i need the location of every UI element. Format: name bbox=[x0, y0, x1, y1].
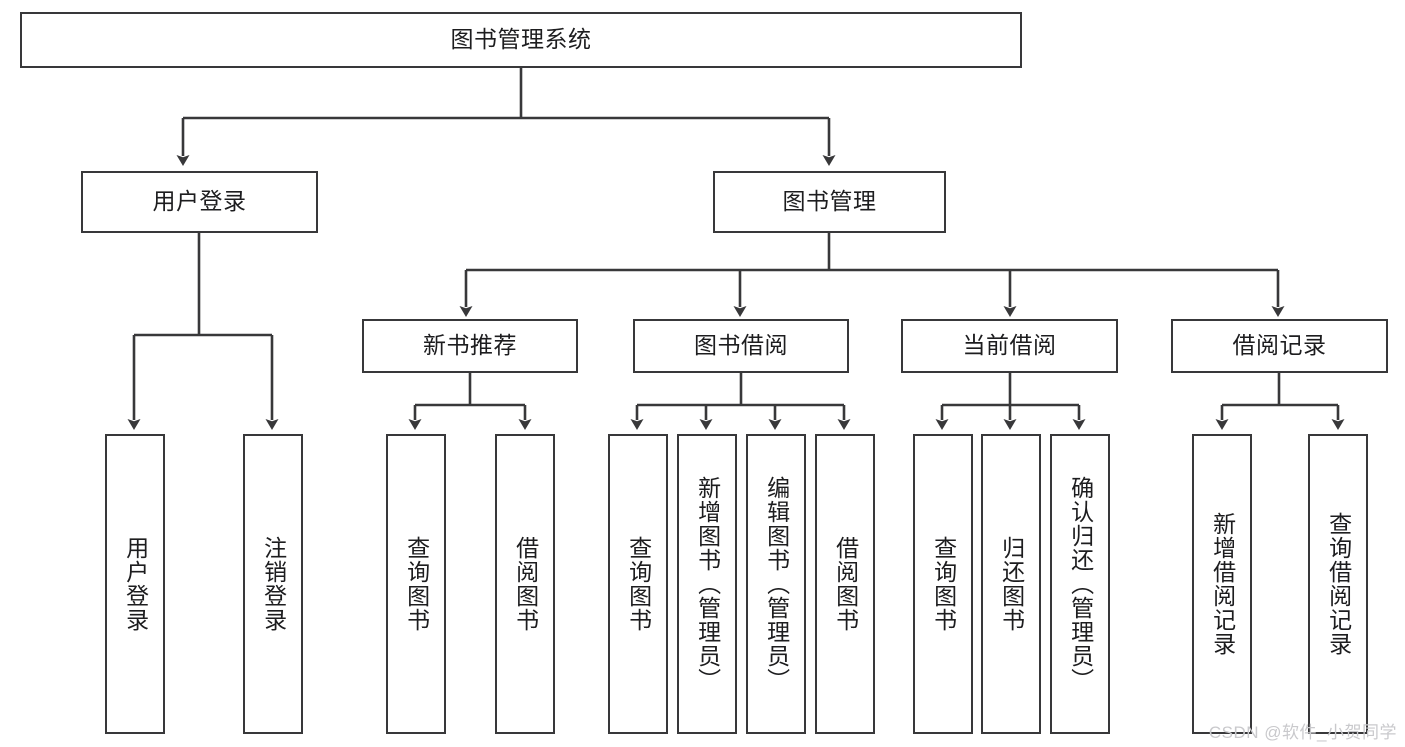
node-label: 用户登录 bbox=[152, 188, 247, 215]
node-label: 确认归还（管理员） bbox=[1067, 476, 1094, 692]
node-label: 当前借阅 bbox=[962, 332, 1057, 359]
node-new-book-recommend[interactable]: 新书推荐 bbox=[362, 319, 578, 373]
node-label: 新增图书（管理员） bbox=[694, 476, 721, 692]
node-label: 新书推荐 bbox=[423, 332, 517, 359]
node-label: 用户登录 bbox=[122, 536, 149, 632]
node-leaf-confirm-return[interactable]: 确认归还（管理员） bbox=[1050, 434, 1110, 734]
csdn-watermark: CSDN @软件_小贺同学 bbox=[1208, 723, 1397, 742]
node-label: 图书管理 bbox=[782, 188, 877, 215]
node-leaf-borrow-book-1[interactable]: 借阅图书 bbox=[495, 434, 555, 734]
node-leaf-query-record[interactable]: 查询借阅记录 bbox=[1308, 434, 1368, 734]
node-label: 借阅图书 bbox=[832, 536, 859, 632]
node-label: 新增借阅记录 bbox=[1209, 512, 1236, 656]
node-book-manage[interactable]: 图书管理 bbox=[713, 171, 946, 233]
node-leaf-query-book-3[interactable]: 查询图书 bbox=[913, 434, 973, 734]
node-label: 注销登录 bbox=[260, 536, 287, 632]
node-leaf-borrow-book-2[interactable]: 借阅图书 bbox=[815, 434, 875, 734]
node-label: 查询借阅记录 bbox=[1325, 512, 1352, 656]
node-leaf-return-book[interactable]: 归还图书 bbox=[981, 434, 1041, 734]
node-current-borrow[interactable]: 当前借阅 bbox=[901, 319, 1118, 373]
node-user-login[interactable]: 用户登录 bbox=[81, 171, 318, 233]
node-leaf-user-login[interactable]: 用户登录 bbox=[105, 434, 165, 734]
node-leaf-user-logout[interactable]: 注销登录 bbox=[243, 434, 303, 734]
node-label: 图书管理系统 bbox=[450, 26, 592, 53]
node-leaf-query-book-1[interactable]: 查询图书 bbox=[386, 434, 446, 734]
node-label: 归还图书 bbox=[998, 536, 1025, 632]
node-leaf-add-record[interactable]: 新增借阅记录 bbox=[1192, 434, 1252, 734]
node-label: 图书借阅 bbox=[694, 332, 788, 359]
node-label: 借阅图书 bbox=[512, 536, 539, 632]
node-borrow-record[interactable]: 借阅记录 bbox=[1171, 319, 1388, 373]
node-leaf-add-book[interactable]: 新增图书（管理员） bbox=[677, 434, 737, 734]
node-label: 借阅记录 bbox=[1232, 332, 1327, 359]
node-root-system[interactable]: 图书管理系统 bbox=[20, 12, 1022, 68]
node-label: 查询图书 bbox=[930, 536, 957, 632]
node-leaf-query-book-2[interactable]: 查询图书 bbox=[608, 434, 668, 734]
node-book-borrow[interactable]: 图书借阅 bbox=[633, 319, 849, 373]
node-leaf-edit-book[interactable]: 编辑图书（管理员） bbox=[746, 434, 806, 734]
node-label: 查询图书 bbox=[625, 536, 652, 632]
node-label: 查询图书 bbox=[403, 536, 430, 632]
node-label: 编辑图书（管理员） bbox=[763, 476, 790, 692]
